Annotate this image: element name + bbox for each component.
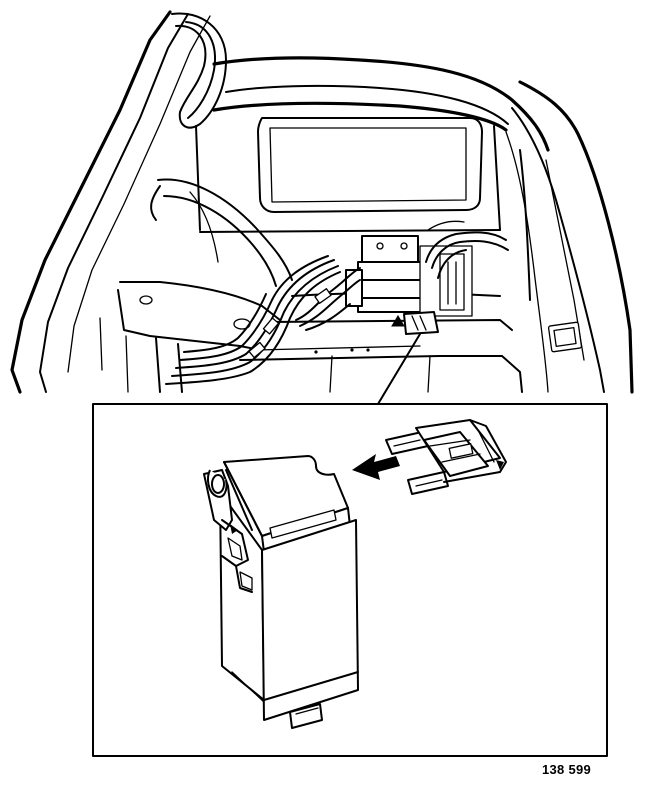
figure-reference-number: 138 599 [542, 762, 592, 777]
insert-arrow-icon [352, 454, 400, 480]
relay-icon [203, 455, 359, 729]
trunk-interior-icon [10, 10, 634, 405]
detail-inset-frame [92, 403, 608, 757]
blade-fuse-icon [385, 419, 507, 495]
